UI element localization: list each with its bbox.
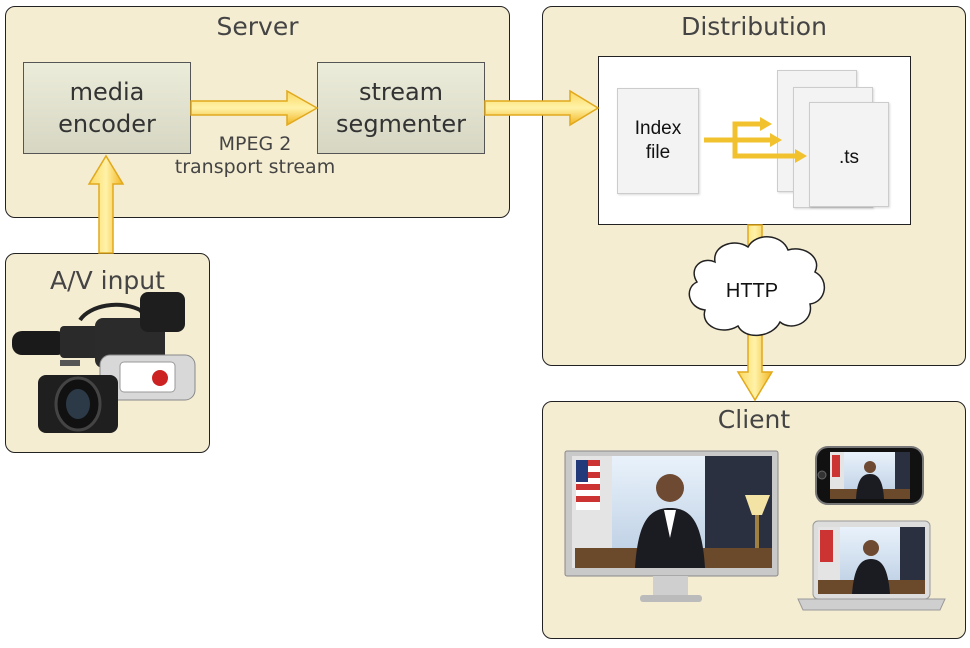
ts-label: .ts bbox=[838, 147, 860, 168]
client-title: Client bbox=[717, 405, 791, 434]
laptop-image bbox=[797, 520, 946, 611]
av-input-title: A/V input bbox=[50, 266, 165, 295]
video-camera-image bbox=[12, 292, 196, 433]
media-encoder-box: media encoder bbox=[23, 62, 191, 154]
ts-segment-doc-front: .ts bbox=[809, 102, 889, 207]
arrow-segmenter-to-distribution bbox=[484, 89, 600, 127]
arrow-input-to-encoder bbox=[87, 154, 125, 254]
arrow-encoder-to-segmenter bbox=[190, 89, 319, 127]
index-file-label: Index file bbox=[634, 118, 682, 163]
phone-image bbox=[815, 446, 924, 505]
http-label: HTTP bbox=[726, 280, 778, 302]
distribution-title: Distribution bbox=[681, 12, 827, 41]
desktop-monitor-image bbox=[564, 450, 779, 602]
http-cloud bbox=[688, 236, 825, 336]
server-title: Server bbox=[216, 12, 299, 41]
index-to-segments-arrows bbox=[704, 121, 795, 159]
index-to-segments-arrowheads bbox=[760, 117, 807, 163]
transport-stream-label: MPEG 2 transport stream bbox=[174, 133, 336, 178]
index-file-doc: Index file bbox=[617, 88, 699, 194]
stream-segmenter-box: stream segmenter bbox=[317, 62, 485, 154]
